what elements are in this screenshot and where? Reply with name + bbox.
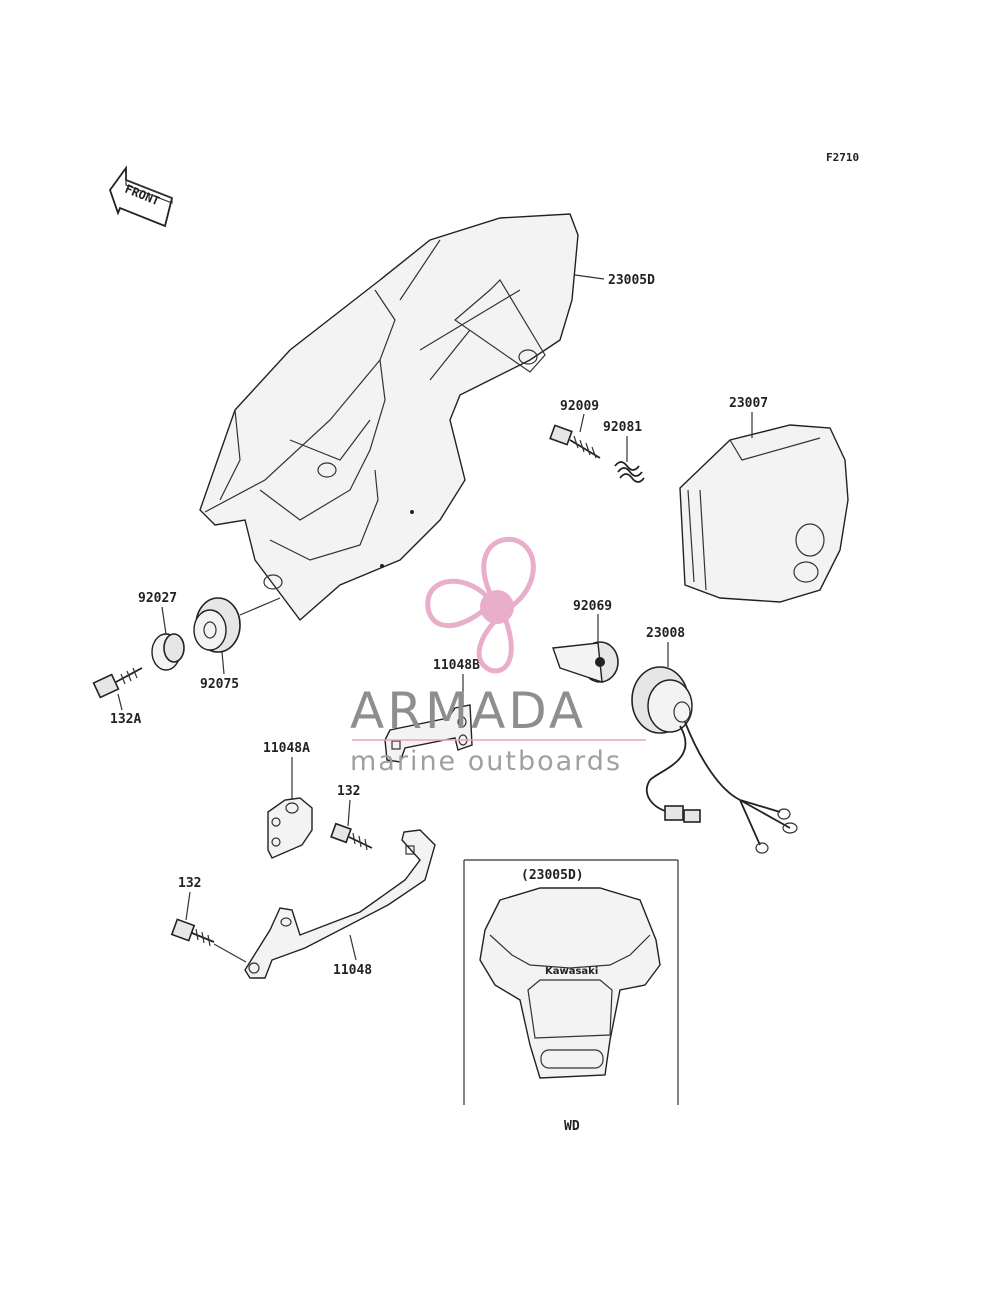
part-label-132-upper: 132 (337, 784, 360, 799)
front-arrow-icon: FRONT (108, 165, 174, 228)
inset-caption: WD (564, 1119, 580, 1134)
bracket-11048B (384, 704, 473, 763)
headlight-lens-23007 (679, 424, 849, 603)
grommet-92075 (193, 597, 241, 653)
collar-92027 (151, 633, 185, 671)
armada-watermark: ARMADA marine outboards (350, 536, 646, 777)
screw-92009 (549, 424, 601, 459)
bolt-132-lower (170, 918, 215, 947)
part-label-23008: 23008 (646, 626, 685, 641)
figure-code: F2710 (826, 151, 859, 164)
watermark-tagline: marine outboards (350, 746, 622, 777)
part-label-92027: 92027 (138, 591, 177, 606)
part-label-132-lower: 132 (178, 876, 201, 891)
propeller-logo-icon (425, 536, 536, 674)
inset-wd-variant: (23005D) Kawasaki WD (463, 859, 679, 1134)
part-label-92009: 92009 (560, 399, 599, 414)
bolt-132-upper (330, 822, 373, 851)
part-label-23007: 23007 (729, 396, 768, 411)
bolt-132A (92, 667, 143, 699)
bracket-11048 (244, 829, 436, 979)
headlight-cover-23005D (199, 213, 579, 622)
socket-92069 (552, 641, 619, 684)
part-label-92081: 92081 (603, 420, 642, 435)
bracket-11048A (267, 797, 313, 859)
part-label-132A: 132A (110, 712, 141, 727)
part-label-11048B: 11048B (433, 658, 480, 673)
part-label-92069: 92069 (573, 599, 612, 614)
spring-92081 (614, 461, 645, 483)
bulb-socket-23008 (631, 666, 798, 854)
part-label-92075: 92075 (200, 677, 239, 692)
part-labels: 23005D 23007 92009 92081 92027 92075 132… (110, 273, 768, 978)
watermark-name: ARMADA (350, 682, 586, 740)
part-label-11048: 11048 (333, 963, 372, 978)
part-label-23005D: 23005D (608, 273, 655, 288)
part-label-11048A: 11048A (263, 741, 310, 756)
inset-title: (23005D) (521, 868, 584, 883)
inset-brand-text: Kawasaki (545, 966, 598, 977)
